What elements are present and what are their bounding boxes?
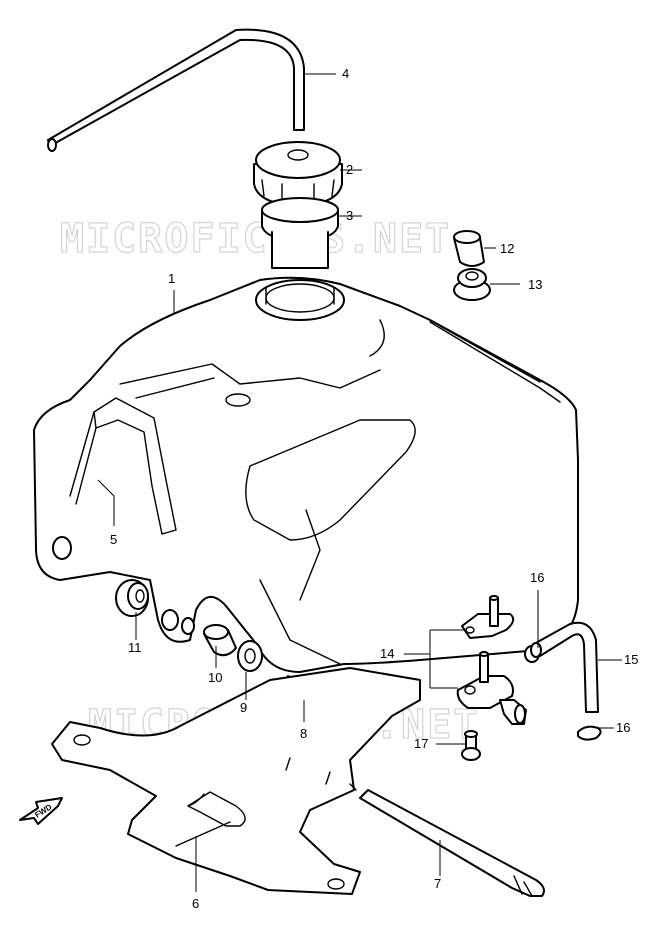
callout-labels: 4 2 3 12 13 1 5 11 10 9 8 14 16 15 16 17…	[110, 66, 638, 911]
grommet-lower	[115, 579, 149, 617]
fuel-cap	[253, 141, 343, 207]
collar	[453, 230, 485, 267]
hose-clip-lower	[577, 725, 602, 741]
screw	[461, 730, 481, 761]
tank-bracket	[51, 667, 421, 895]
callout-16-lower: 16	[616, 720, 630, 735]
callout-2: 2	[346, 162, 353, 177]
callout-1: 1	[168, 271, 175, 286]
callout-8: 8	[300, 726, 307, 741]
fuel-cock	[456, 595, 527, 725]
callout-4: 4	[342, 66, 349, 81]
cap-gasket	[261, 197, 339, 269]
callout-7: 7	[434, 876, 441, 891]
fuel-tank	[33, 276, 579, 673]
callout-6: 6	[192, 896, 199, 911]
callout-14: 14	[380, 646, 394, 661]
callout-3: 3	[346, 208, 353, 223]
washer	[237, 640, 263, 672]
callout-10: 10	[208, 670, 222, 685]
forward-direction-arrow: FWD	[19, 797, 63, 825]
callout-16-upper: 16	[530, 570, 544, 585]
mount-collar	[203, 624, 237, 657]
callout-12: 12	[500, 241, 514, 256]
grommet-upper	[453, 268, 491, 301]
callout-13: 13	[528, 277, 542, 292]
callout-9: 9	[240, 700, 247, 715]
tank-strap	[359, 789, 545, 897]
callout-5: 5	[110, 532, 117, 547]
leader-lines	[97, 73, 622, 892]
breather-hose	[47, 28, 305, 152]
callout-15: 15	[624, 652, 638, 667]
callout-17: 17	[414, 736, 428, 751]
callout-11: 11	[128, 640, 142, 655]
watermark-top: MICROFICHES.NET	[60, 216, 451, 262]
